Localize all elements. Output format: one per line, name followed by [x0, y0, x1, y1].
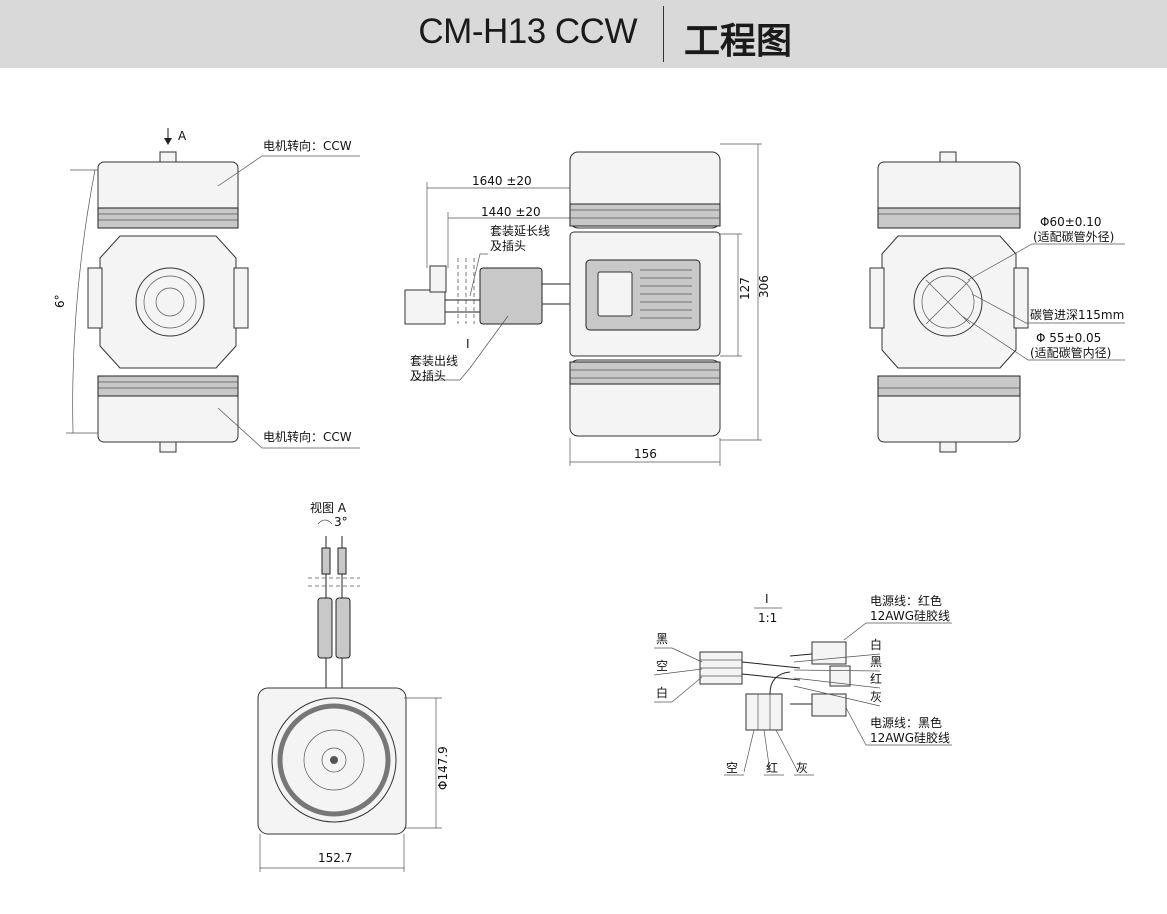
- rotation-label-top: 电机转向：CCW: [263, 138, 352, 153]
- detail-i: I 1:1 电源线：红色 12AWG硅胶线 电源线：黑色 12AWG硅胶线 黑 …: [653, 592, 952, 776]
- detail-power-plug-top: [811, 641, 847, 665]
- right-label-2: 红: [870, 671, 882, 686]
- right-label-0: 白: [870, 637, 882, 652]
- view-a-angle: 3°: [334, 515, 348, 529]
- dim-1440: 1440 ±20: [481, 205, 541, 219]
- bottom-label-0: 空: [726, 761, 738, 775]
- tube-depth-label: 碳管进深115mm: [1030, 307, 1124, 322]
- right-label-3: 灰: [870, 690, 882, 704]
- phi55-label: Φ 55±0.05: [1036, 331, 1101, 345]
- dim-127: 127: [738, 277, 752, 300]
- bottom-label-1: 红: [766, 760, 778, 775]
- detail-scale: 1:1: [758, 611, 777, 625]
- bottom-motor-stator-band: [97, 375, 239, 397]
- power-red-label-1: 电源线：红色: [870, 593, 942, 608]
- detail-ref: I: [765, 592, 769, 606]
- title-separator: [663, 6, 664, 62]
- top-motor-stator-band: [97, 207, 239, 229]
- view-a: 视图 A 3° Φ147.9 152.7: [257, 500, 450, 872]
- engineering-drawing: A 6° 电机转向：CCW 电机转向：CCW 1640 ±: [53, 128, 1125, 872]
- out-cable-label-2: 及插头: [410, 369, 446, 383]
- ext-cable-label-1: 套装延长线: [490, 224, 550, 238]
- phi60-note: (适配碳管外径): [1033, 229, 1114, 244]
- left-label-1: 空: [656, 659, 668, 673]
- power-red-label-2: 12AWG硅胶线: [870, 608, 950, 623]
- connector-block: [404, 289, 446, 325]
- detail-ref-i: I: [466, 337, 470, 351]
- view-a-dim-diameter: Φ147.9: [436, 746, 450, 790]
- angle-label: 6°: [53, 294, 67, 308]
- detail-power-plug-bottom: [811, 693, 847, 717]
- model-name: CM-H13 CCW: [418, 12, 637, 51]
- logo-disc: [135, 267, 205, 337]
- phi55-note: (适配碳管内径): [1030, 345, 1111, 360]
- left-label-0: 黑: [656, 632, 668, 646]
- top-view: A 6° 电机转向：CCW 电机转向：CCW: [53, 128, 360, 453]
- cable-bundle: [479, 267, 543, 325]
- view-a-dim-width: 152.7: [318, 851, 352, 865]
- title-bar: CM-H13 CCW 工程图: [0, 0, 1167, 68]
- left-bracket: [87, 267, 103, 329]
- power-black-label-2: 12AWG硅胶线: [870, 730, 950, 745]
- rotation-label-bottom: 电机转向：CCW: [263, 429, 352, 444]
- out-cable-label-1: 套装出线: [410, 354, 458, 368]
- phi60-label: Φ60±0.10: [1040, 215, 1102, 229]
- right-view: Φ60±0.10 (适配碳管外径) 碳管进深115mm Φ 55±0.05 (适…: [869, 151, 1125, 453]
- bottom-label-2: 灰: [796, 761, 808, 775]
- dim-306: 306: [757, 275, 771, 298]
- right-bracket: [233, 267, 249, 329]
- view-arrow-label: A: [178, 129, 187, 143]
- right-label-1: 黑: [870, 655, 882, 669]
- drawing-type: 工程图: [684, 21, 793, 62]
- left-label-2: 白: [656, 685, 668, 700]
- ext-cable-label-2: 及插头: [490, 239, 526, 253]
- power-black-label-1: 电源线：黑色: [870, 716, 942, 730]
- view-a-title: 视图 A: [310, 500, 347, 515]
- dim-156: 156: [634, 447, 657, 461]
- side-view: 1640 ±20 1440 ±20 套装延长线 及插头 I 套装出线 及插头: [404, 143, 771, 466]
- detail-bottom-connector: [745, 693, 783, 731]
- dim-1640: 1640 ±20: [472, 174, 532, 188]
